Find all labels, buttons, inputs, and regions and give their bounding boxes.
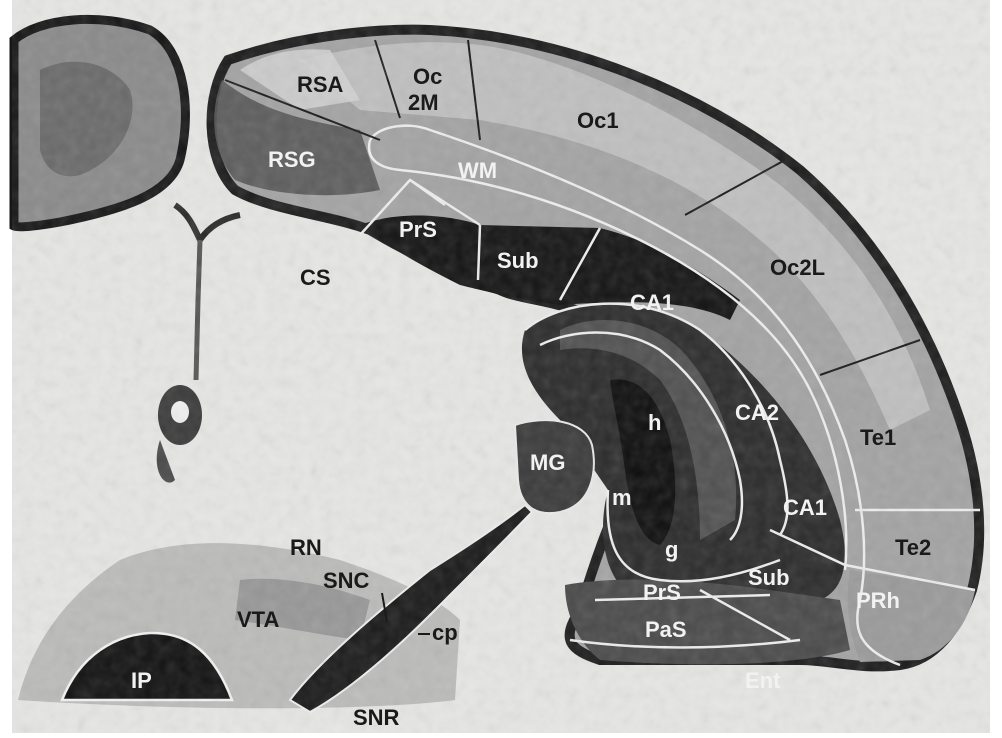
label-cs: CS	[300, 265, 331, 290]
label-h: h	[648, 410, 661, 435]
label-te2: Te2	[895, 535, 931, 560]
label-snr: SNR	[353, 705, 400, 730]
label-rsg: RSG	[268, 147, 316, 172]
label-g: g	[665, 537, 678, 562]
label-prs-bottom: PrS	[643, 580, 681, 605]
label-oc2l: Oc2L	[770, 255, 825, 280]
label-m: m	[612, 485, 632, 510]
label-ca1-bottom: CA1	[783, 495, 827, 520]
label-ca2: CA2	[735, 400, 779, 425]
label-ent: Ent	[745, 668, 781, 693]
label-te1: Te1	[860, 425, 896, 450]
label-snc: SNC	[323, 568, 370, 593]
label-cp: cp	[432, 620, 458, 645]
label-oc: Oc	[413, 64, 442, 89]
label-rsa: RSA	[297, 72, 344, 97]
label-wm: WM	[458, 158, 497, 183]
label-ca1-top: CA1	[630, 290, 674, 315]
label-mg: MG	[530, 450, 565, 475]
label-rn: RN	[290, 535, 322, 560]
label-ip: IP	[131, 668, 152, 693]
label-prh: PRh	[856, 588, 900, 613]
label-prs-top: PrS	[399, 217, 437, 242]
label-oc1: Oc1	[577, 108, 619, 133]
label-vta: VTA	[237, 607, 279, 632]
label-2m: 2M	[408, 90, 439, 115]
label-sub-bottom: Sub	[748, 565, 790, 590]
label-sub-top: Sub	[497, 248, 539, 273]
label-pas: PaS	[645, 617, 687, 642]
